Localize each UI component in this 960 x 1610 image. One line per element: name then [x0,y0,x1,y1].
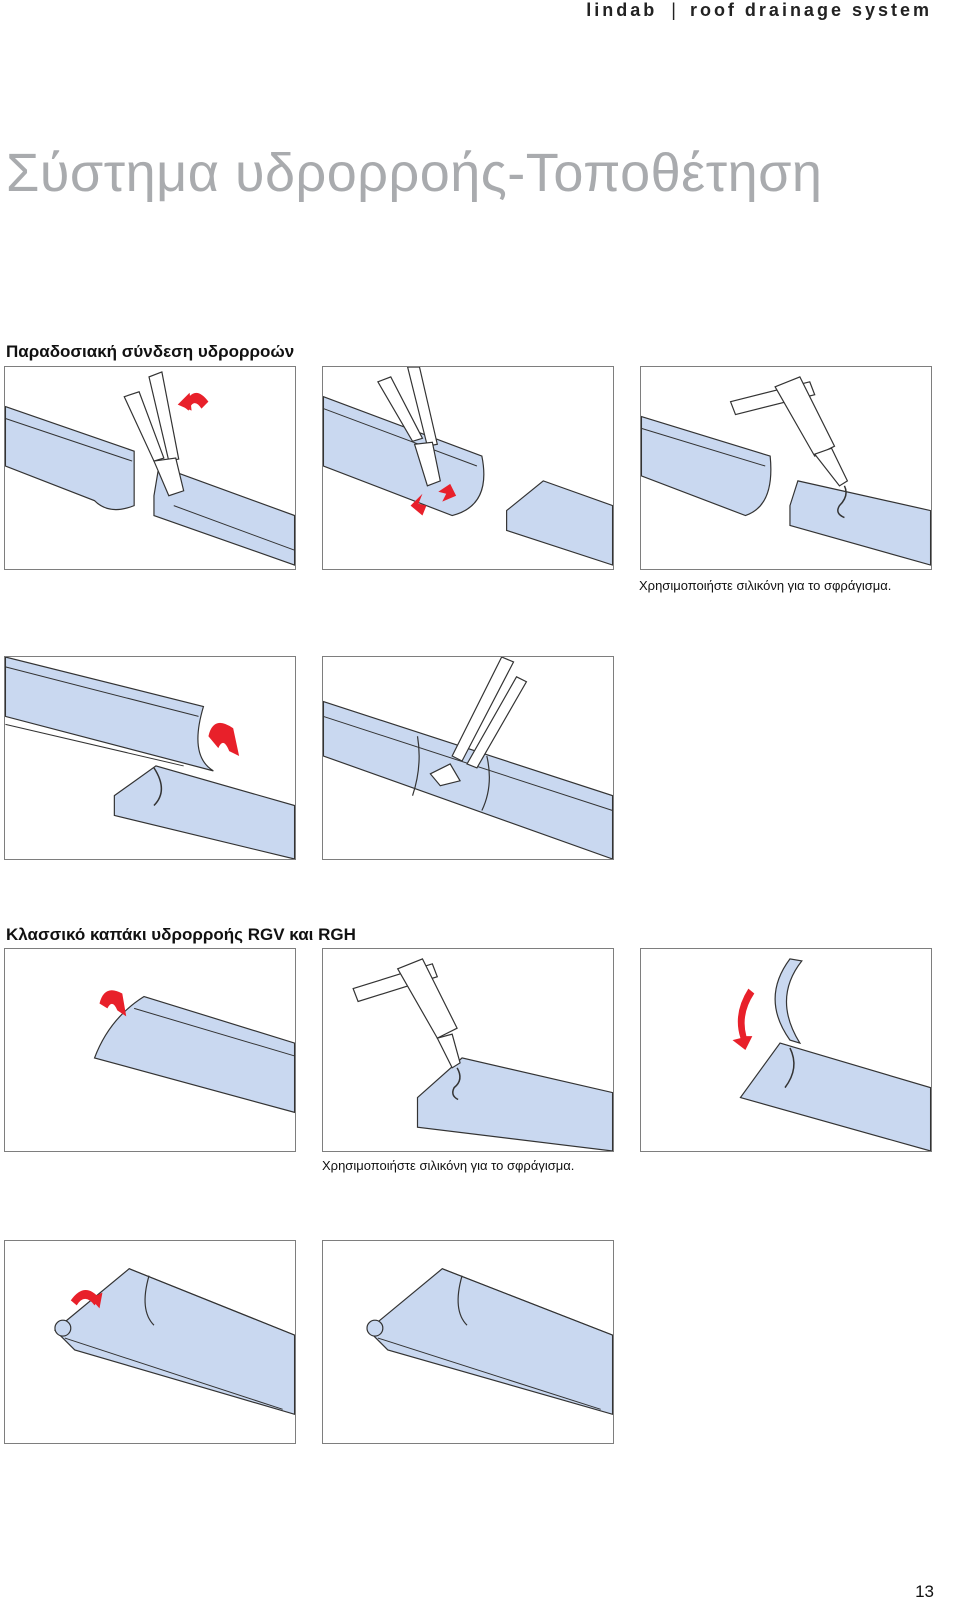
step-panel-cap-finished [322,1240,614,1444]
pliers-icon [377,367,441,487]
caption-use-silicone: Χρησιμοποιήστε σιλικόνη για το σφράγισμα… [322,1158,575,1173]
step-panel-crimp-joint [322,656,614,860]
step-panel-seal-end [322,948,614,1152]
silicone-gun-icon [729,376,849,519]
step-panel-apply-silicone [640,366,932,570]
step-panel-press-gutter [322,366,614,570]
page-number: 13 [915,1582,934,1601]
step-panel-fit-end-cap [640,948,932,1152]
rotate-arrow-icon [177,392,209,411]
crimp-joint-illustration [323,657,613,859]
page-header: lindab | roof drainage system [586,0,932,22]
cap-rotate-illustration [54,1268,295,1416]
silicone-gun-icon [352,958,461,1101]
prepare-end-illustration [93,990,295,1114]
step-panel-cap-rotate [4,1240,296,1444]
rotate-arrow-icon [208,722,240,757]
cut-gutter-illustration [5,371,295,566]
press-arrow-icon [410,483,457,516]
cap-finished-illustration [366,1268,613,1416]
section-heading-end-cap: Κλασσικό καπάκι υδρορροής RGV και RGH [6,925,356,944]
pliers-icon [123,371,185,497]
rotate-arrow-icon [732,988,755,1050]
pliers-icon [429,657,528,787]
apply-silicone-illustration [641,376,931,566]
rotate-arrow-icon [70,1289,103,1309]
fit-end-cap-illustration [732,958,931,1151]
page-title: Σύστημα υδρορροής-Τοποθέτηση [6,143,823,203]
caption-use-silicone: Χρησιμοποιήστε σιλικόνη για το σφράγισμα… [639,578,892,593]
header-separator: | [671,0,676,20]
join-gutters-illustration [5,657,295,859]
step-panel-join-gutters [4,656,296,860]
step-panel-prepare-end [4,948,296,1152]
press-gutter-illustration [323,367,613,566]
section-heading-traditional-joint: Παραδοσιακή σύνδεση υδρορροών [6,342,295,361]
end-cap-icon [774,958,803,1045]
seal-end-illustration [352,958,613,1151]
rotate-arrow-icon [99,990,127,1017]
product-line: roof drainage system [689,0,932,20]
brand-name: lindab [586,0,658,20]
step-panel-cut-gutter [4,366,296,570]
